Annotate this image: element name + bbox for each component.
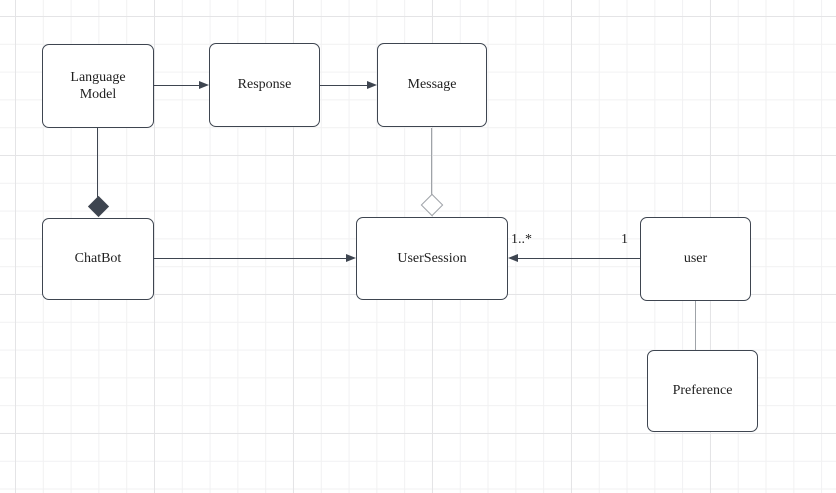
node-message[interactable]: Message — [377, 43, 487, 127]
edge-chatbot-usersession[interactable] — [154, 258, 347, 260]
node-preference[interactable]: Preference — [647, 350, 758, 432]
node-response[interactable]: Response — [209, 43, 320, 127]
composition-diamond-icon — [87, 195, 110, 218]
edge-languagemodel-response[interactable] — [154, 85, 200, 87]
node-user-label: user — [683, 251, 708, 267]
node-language-model-label: Language Model — [70, 69, 126, 103]
arrowhead-right-icon — [199, 81, 209, 89]
aggregation-diamond-icon — [420, 193, 444, 217]
node-usersession-label: UserSession — [397, 250, 467, 266]
edge-response-message[interactable] — [320, 85, 368, 87]
edge-languagemodel-chatbot[interactable] — [97, 128, 99, 197]
node-user[interactable]: user — [640, 217, 751, 301]
arrowhead-right-icon — [367, 81, 377, 89]
node-chatbot[interactable]: ChatBot — [42, 218, 154, 300]
edge-user-usersession[interactable] — [517, 258, 640, 260]
edge-user-preference[interactable] — [695, 301, 697, 350]
multiplicity-label-source: 1 — [621, 232, 628, 247]
edge-message-usersession[interactable] — [431, 128, 433, 195]
arrowhead-right-icon — [346, 254, 356, 262]
node-usersession[interactable]: UserSession — [356, 217, 508, 300]
arrowhead-left-icon — [508, 254, 518, 262]
node-preference-label: Preference — [672, 383, 733, 399]
node-response-label: Response — [237, 77, 292, 93]
multiplicity-label-target: 1..* — [511, 232, 532, 247]
node-language-model[interactable]: Language Model — [42, 44, 154, 128]
node-chatbot-label: ChatBot — [74, 251, 122, 267]
node-message-label: Message — [407, 77, 457, 93]
